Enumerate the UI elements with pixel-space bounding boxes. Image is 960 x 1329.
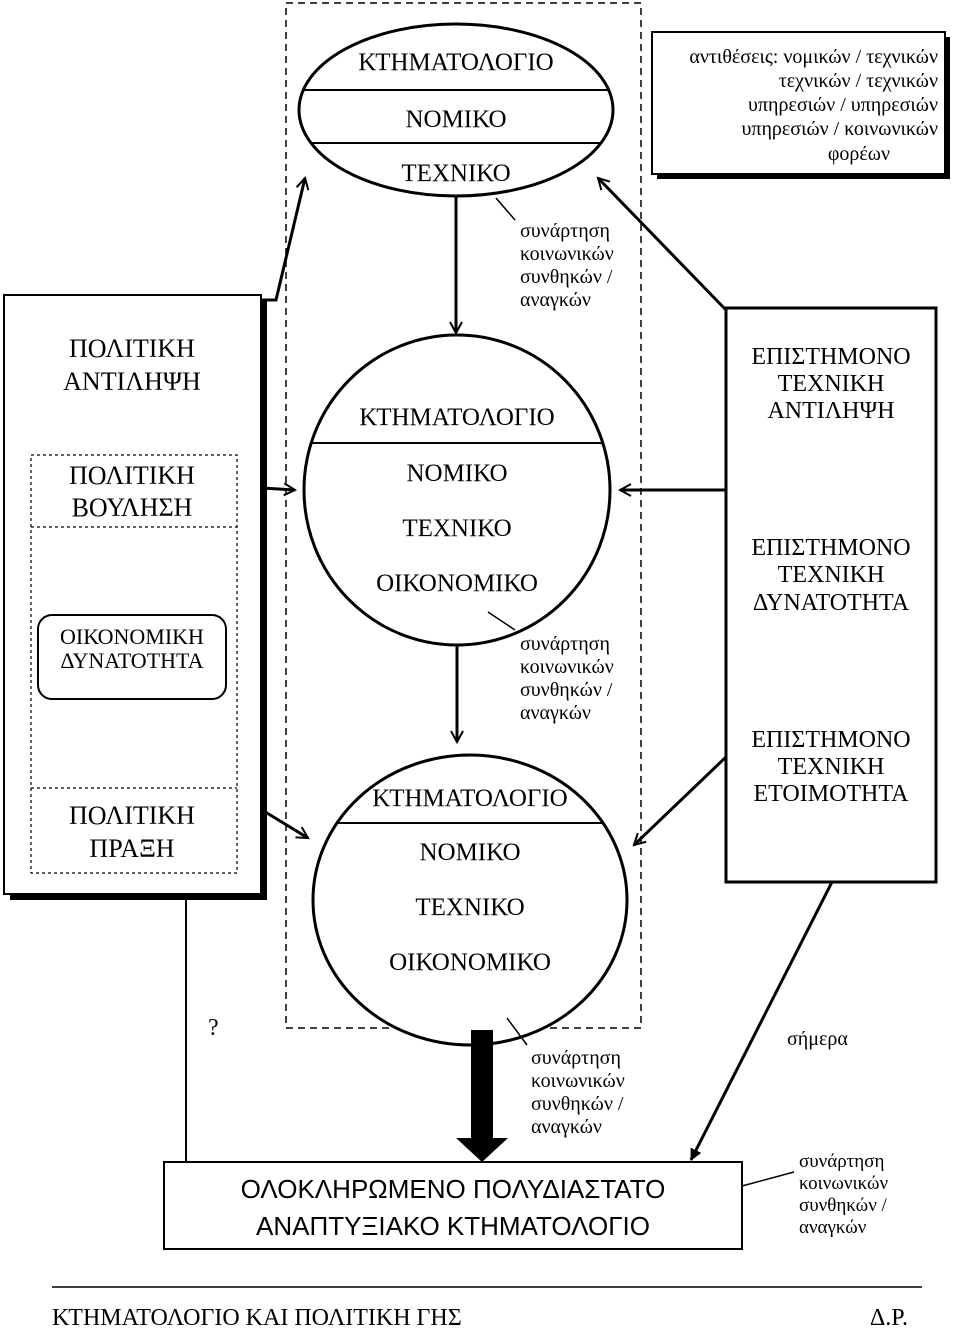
top-ellipse-row-cadastre: ΚΤΗΜΑΤΟΛΟΓΙΟ: [358, 49, 553, 76]
dependency-note-bottom-line-2: κοινωνικών: [531, 1070, 625, 1092]
footer-title: ΚΤΗΜΑΤΟΛΟΓΙΟ ΚΑΙ ΠΟΛΙΤΙΚΗ ΓΗΣ: [52, 1305, 462, 1329]
bottom-cadastre-circle: ΚΤΗΜΑΤΟΛΟΓΙΟ ΝΟΜΙΚΟ ΤΕΧΝΙΚΟ ΟΙΚΟΝΟΜΙΚΟ: [311, 753, 629, 1047]
political-box: ΠΟΛΙΤΙΚΗ ΑΝΤΙΛΗΨΗ ΠΟΛΙΤΙΚΗ ΒΟΥΛΗΣΗ ΟΙΚΟΝ…: [3, 294, 267, 900]
bottom-circle-row-technical: ΤΕΧΝΙΚΟ: [415, 894, 524, 921]
economic-capability-box: [37, 614, 227, 700]
sci-capability-line-1: ΕΠΙΣΤΗΜΟΝΟ: [751, 535, 910, 561]
scientific-technical-box: ΕΠΙΣΤΗΜΟΝΟ ΤΕΧΝΙΚΗ ΑΝΤΙΛΗΨΗ ΕΠΙΣΤΗΜΟΝΟ Τ…: [724, 306, 938, 884]
footer-initials: Δ.Ρ.: [870, 1305, 908, 1329]
political-action-line-1: ΠΟΛΙΤΙΚΗ: [69, 801, 195, 830]
dependency-note-result-line-2: κοινωνικών: [799, 1173, 888, 1194]
dependency-note-top-line-2: κοινωνικών: [520, 243, 614, 265]
result-line-2: ΑΝΑΠΤΥΞΙΑΚΟ ΚΤΗΜΑΤΟΛΟΓΙΟ: [256, 1211, 650, 1241]
contradictions-line-4: υπηρεσιών / κοινωνικών: [741, 118, 938, 140]
arrow-political-to-middle-circle: [261, 488, 295, 490]
bottom-circle-row-legal: ΝΟΜΙΚΟ: [419, 839, 520, 866]
sci-readiness-line-1: ΕΠΙΣΤΗΜΟΝΟ: [751, 727, 910, 753]
dependency-note-bottom: συνάρτηση κοινωνικών συνθηκών / αναγκών: [506, 1017, 625, 1138]
contradictions-line-2: τεχνικών / τεχνικών: [779, 70, 938, 92]
top-ellipse-row-legal: ΝΟΜΙΚΟ: [405, 106, 506, 133]
sci-capability-line-2: ΤΕΧΝΙΚΗ: [778, 562, 885, 588]
contradictions-box: αντιθέσεις: νομικών / τεχνικών τεχνικών …: [651, 31, 950, 179]
arrow-scientific-to-bottom-circle: [634, 755, 728, 845]
arrow-scientific-to-result: [689, 881, 834, 1161]
result-box: ΟΛΟΚΛΗΡΩΜΕΝΟ ΠΟΛΥΔΙΑΣΤΑΤΟ ΑΝΑΠΤΥΞΙΑΚΟ ΚΤ…: [163, 1161, 743, 1250]
today-label: σήμερα: [787, 1028, 848, 1050]
question-mark: ?: [208, 1015, 219, 1041]
arrow-scientific-to-top-ellipse: [598, 178, 728, 312]
dependency-note-bottom-line-4: αναγκών: [531, 1116, 602, 1138]
sci-readiness-line-3: ΕΤΟΙΜΟΤΗΤΑ: [754, 781, 910, 807]
dependency-note-top-line-4: αναγκών: [520, 289, 591, 311]
result-line-1: ΟΛΟΚΛΗΡΩΜΕΝΟ ΠΟΛΥΔΙΑΣΤΑΤΟ: [241, 1174, 666, 1204]
dependency-note-result: συνάρτηση κοινωνικών συνθηκών / αναγκών: [741, 1151, 888, 1238]
sci-capability-line-3: ΔΥΝΑΤΟΤΗΤΑ: [753, 590, 910, 616]
dependency-note-middle: συνάρτηση κοινωνικών συνθηκών / αναγκών: [487, 611, 614, 724]
economic-capability-line-2: ΔΥΝΑΤΟΤΗΤΑ: [60, 648, 203, 673]
middle-circle-row-technical: ΤΕΧΝΙΚΟ: [402, 515, 511, 542]
top-ellipse-row-technical: ΤΕΧΝΙΚΟ: [401, 160, 510, 187]
economic-capability-line-1: ΟΙΚΟΝΟΜΙΚΗ: [60, 624, 204, 649]
bottom-circle-row-economic: ΟΙΚΟΝΟΜΙΚΟ: [389, 949, 551, 976]
top-cadastre-ellipse: ΚΤΗΜΑΤΟΛΟΓΙΟ ΝΟΜΙΚΟ ΤΕΧΝΙΚΟ: [297, 22, 615, 198]
sci-perception-line-1: ΕΠΙΣΤΗΜΟΝΟ: [751, 344, 910, 370]
arrow-political-to-top-ellipse: [261, 178, 305, 302]
political-will-line-2: ΒΟΥΛΗΣΗ: [72, 493, 193, 522]
dependency-note-middle-line-3: συνθηκών /: [520, 679, 613, 701]
dependency-note-middle-line-1: συνάρτηση: [520, 633, 610, 655]
middle-circle-row-economic: ΟΙΚΟΝΟΜΙΚΟ: [376, 570, 538, 597]
big-arrow-to-result: [456, 1030, 508, 1162]
political-perception-line-1: ΠΟΛΙΤΙΚΗ: [69, 334, 195, 363]
middle-circle-row-legal: ΝΟΜΙΚΟ: [406, 460, 507, 487]
sci-perception-line-3: ΑΝΤΙΛΗΨΗ: [767, 398, 894, 424]
sci-readiness-line-2: ΤΕΧΝΙΚΗ: [778, 754, 885, 780]
political-action-line-2: ΠΡΑΞΗ: [89, 834, 174, 863]
dependency-note-top-line-3: συνθηκών /: [520, 266, 613, 288]
dependency-note-middle-line-2: κοινωνικών: [520, 656, 614, 678]
sci-perception-line-2: ΤΕΧΝΙΚΗ: [778, 371, 885, 397]
dependency-note-middle-line-4: αναγκών: [520, 702, 591, 724]
dependency-note-result-line-1: συνάρτηση: [799, 1151, 884, 1172]
middle-cadastre-circle: ΚΤΗΜΑΤΟΛΟΓΙΟ ΝΟΜΙΚΟ ΤΕΧΝΙΚΟ ΟΙΚΟΝΟΜΙΚΟ: [302, 333, 612, 647]
political-inner-dashed-frame: [30, 454, 238, 874]
political-will-line-1: ΠΟΛΙΤΙΚΗ: [69, 461, 195, 490]
dependency-note-result-line-3: συνθηκών /: [799, 1195, 888, 1216]
middle-circle-row-cadastre: ΚΤΗΜΑΤΟΛΟΓΙΟ: [359, 404, 554, 431]
dependency-note-result-line-4: αναγκών: [799, 1217, 867, 1238]
contradictions-line-1: αντιθέσεις: νομικών / τεχνικών: [689, 46, 938, 68]
political-perception-line-2: ΑΝΤΙΛΗΨΗ: [63, 367, 201, 396]
dependency-note-bottom-line-1: συνάρτηση: [531, 1047, 621, 1069]
dependency-note-top: συνάρτηση κοινωνικών συνθηκών / αναγκών: [495, 197, 614, 311]
contradictions-line-3: υπηρεσιών / υπηρεσιών: [748, 94, 938, 116]
contradictions-line-5: φορέων: [828, 143, 890, 165]
bottom-circle-row-cadastre: ΚΤΗΜΑΤΟΛΟΓΙΟ: [372, 785, 567, 812]
dependency-note-top-line-1: συνάρτηση: [520, 220, 610, 242]
dashed-central-frame: [285, 2, 642, 1029]
arrow-political-to-bottom-circle: [261, 808, 308, 840]
dependency-note-bottom-line-3: συνθηκών /: [531, 1093, 624, 1115]
